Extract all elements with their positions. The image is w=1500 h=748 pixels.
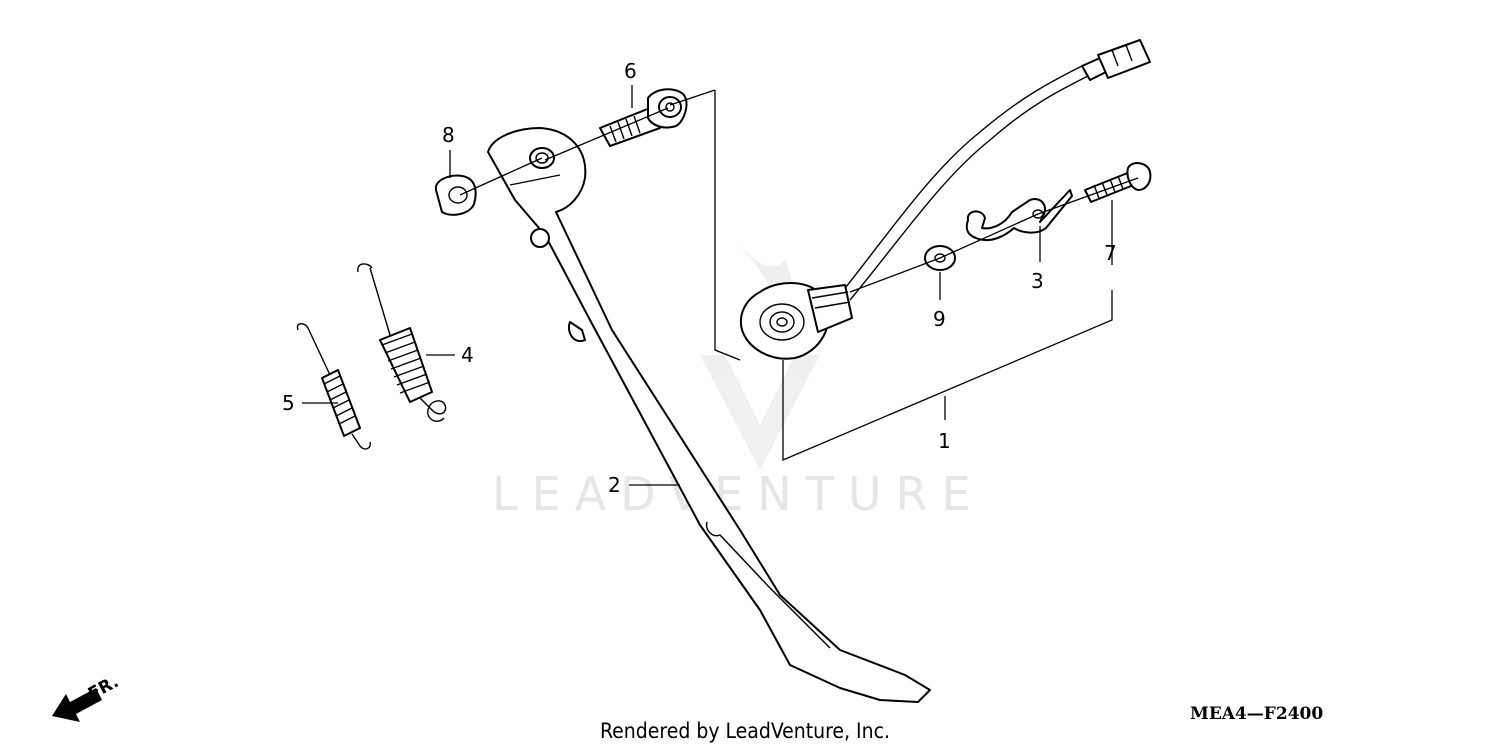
callout-1: 1 (938, 429, 951, 453)
callout-8: 8 (442, 123, 455, 147)
leader-lines (302, 85, 1139, 486)
diagram-code: MEA4—F2400 (1190, 704, 1323, 724)
clamp-part (965, 189, 1073, 242)
watermark-text: LEADVENTURE (492, 467, 985, 521)
callout-2: 2 (608, 473, 621, 497)
bracket-1 (782, 290, 1113, 461)
bolt-part (1084, 162, 1152, 203)
callout-9: 9 (933, 307, 946, 331)
callout-7: 7 (1104, 241, 1117, 265)
side-stand-part (487, 127, 931, 703)
side-stand-switch-part (740, 39, 1151, 360)
bracket-6 (714, 90, 741, 361)
callout-6: 6 (624, 59, 637, 83)
nut-part (434, 174, 477, 216)
front-direction-arrow-icon (52, 688, 102, 722)
callout-3: 3 (1031, 269, 1044, 293)
large-spring-part (357, 263, 447, 422)
pivot-bolt-part (599, 88, 688, 147)
callout-5: 5 (282, 391, 295, 415)
footer-rendered-by: Rendered by LeadVenture, Inc. (600, 719, 890, 743)
small-spring-part (296, 323, 372, 450)
callout-4: 4 (461, 343, 474, 367)
